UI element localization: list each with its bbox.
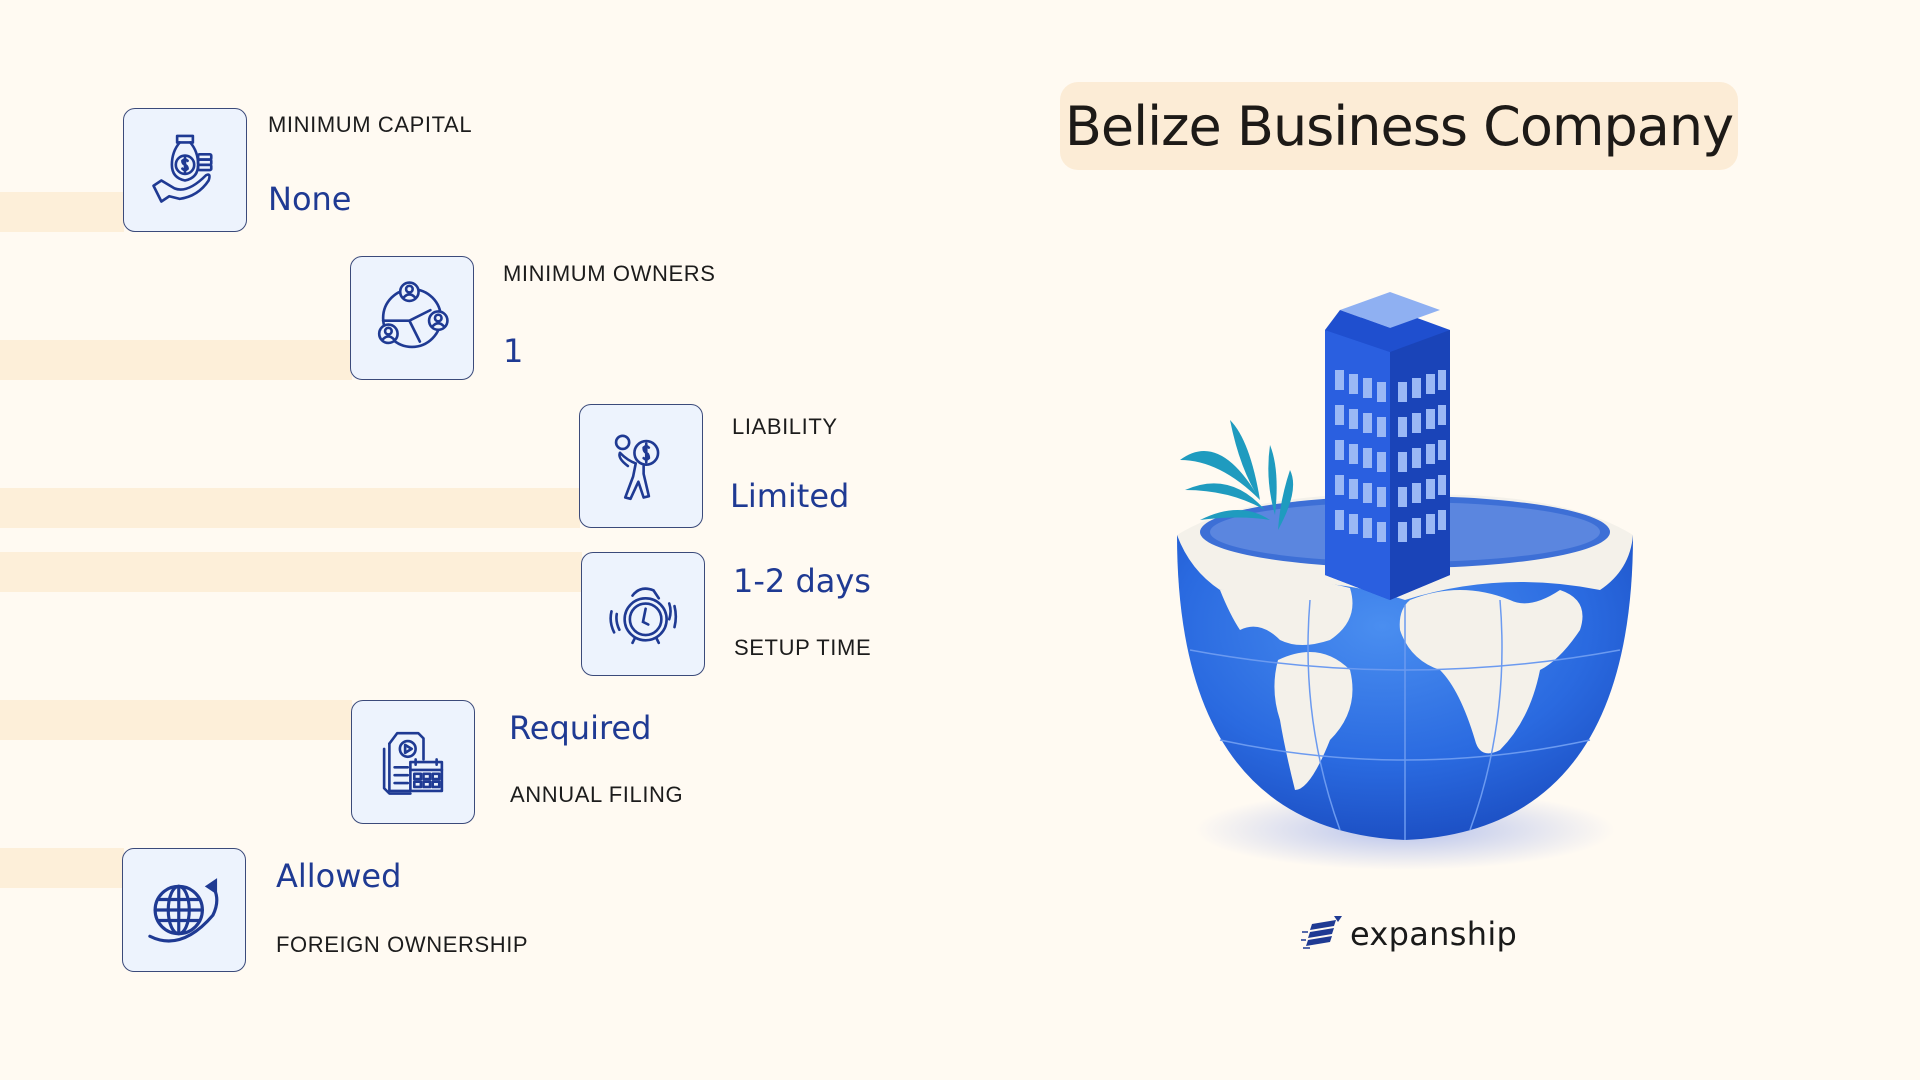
feature-value: None — [268, 180, 352, 218]
feature-label: MINIMUM OWNERS — [503, 261, 716, 286]
feature-value: Limited — [730, 477, 850, 515]
feature-value: 1 — [503, 332, 524, 370]
decorative-bar-6 — [0, 848, 124, 888]
feature-value: Required — [509, 709, 652, 747]
people-network-icon — [350, 256, 474, 380]
decorative-bar-2 — [0, 340, 352, 380]
decorative-bar-3 — [0, 488, 580, 528]
person-carrying-coin-icon — [579, 404, 703, 528]
page-title-box: Belize Business Company — [1060, 82, 1738, 170]
feature-label: SETUP TIME — [734, 635, 872, 660]
decorative-bar-4 — [0, 552, 582, 592]
decorative-bar-5 — [0, 700, 352, 740]
expanship-logo-icon — [1301, 916, 1342, 949]
page-title: Belize Business Company — [1064, 94, 1734, 158]
feature-label: MINIMUM CAPITAL — [268, 112, 473, 137]
feature-label: FOREIGN OWNERSHIP — [276, 932, 529, 957]
feature-value: 1-2 days — [733, 562, 871, 600]
money-bag-hand-icon — [123, 108, 247, 232]
feature-label: LIABILITY — [732, 414, 838, 439]
globe-arrow-icon — [122, 848, 246, 972]
feature-value: Allowed — [276, 857, 402, 895]
brand-logo: expanship — [1300, 912, 1517, 956]
decorative-bar-1 — [0, 192, 124, 232]
document-calendar-icon — [351, 700, 475, 824]
brand-name: expanship — [1350, 915, 1518, 953]
feature-label: ANNUAL FILING — [510, 782, 684, 807]
building-in-globe-illustration — [1160, 270, 1650, 870]
alarm-clock-icon — [581, 552, 705, 676]
